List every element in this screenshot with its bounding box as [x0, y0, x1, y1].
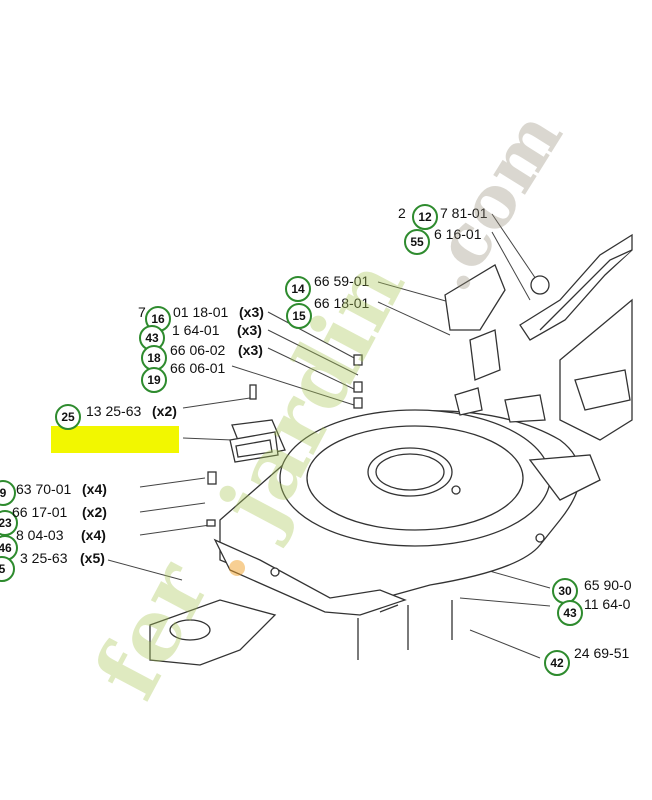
part-code: 01 18-01	[173, 304, 229, 320]
ref-number-badge: 43	[557, 600, 583, 626]
ref-number-badge: 12	[412, 204, 438, 230]
quantity: (x3)	[237, 322, 262, 338]
quantity: (x4)	[81, 527, 106, 543]
ref-number-badge: 25	[55, 404, 81, 430]
quantity: (x3)	[239, 304, 264, 320]
ref-number-badge: 15	[286, 303, 312, 329]
ref-number-badge: 19	[141, 367, 167, 393]
highlight-box	[51, 426, 179, 453]
part-code: 3 25-63	[20, 550, 68, 566]
part-code: 13 25-63	[86, 403, 142, 419]
quantity: (x5)	[80, 550, 105, 566]
ref-number-badge: 18	[141, 345, 167, 371]
quantity: (x4)	[82, 481, 107, 497]
callout-prefix: 7	[138, 304, 146, 320]
part-code: 66 17-01	[12, 504, 68, 520]
part-code: 11 64-0	[584, 596, 631, 612]
ref-number-badge: 55	[404, 229, 430, 255]
callout-prefix: 2	[398, 205, 406, 221]
part-code: 1 64-01	[172, 322, 220, 338]
quantity: (x2)	[82, 504, 107, 520]
part-code: 66 06-02	[170, 342, 226, 358]
ref-number-badge: 14	[285, 276, 311, 302]
part-code: 66 06-01	[170, 360, 226, 376]
part-code: 65 90-0	[584, 577, 632, 593]
ref-number-badge: 9	[0, 480, 16, 506]
ref-number-badge: 42	[544, 650, 570, 676]
part-code: 24 69-51	[574, 645, 630, 661]
part-code: 63 70-01	[16, 481, 72, 497]
part-code: 6 16-01	[434, 226, 482, 242]
part-code: 8 04-03	[16, 527, 64, 543]
quantity: (x2)	[152, 403, 177, 419]
part-code: 7 81-01	[440, 205, 488, 221]
quantity: (x3)	[238, 342, 263, 358]
part-code: 66 18-01	[314, 295, 370, 311]
part-code: 66 59-01	[314, 273, 370, 289]
ref-number-badge: 30	[552, 578, 578, 604]
